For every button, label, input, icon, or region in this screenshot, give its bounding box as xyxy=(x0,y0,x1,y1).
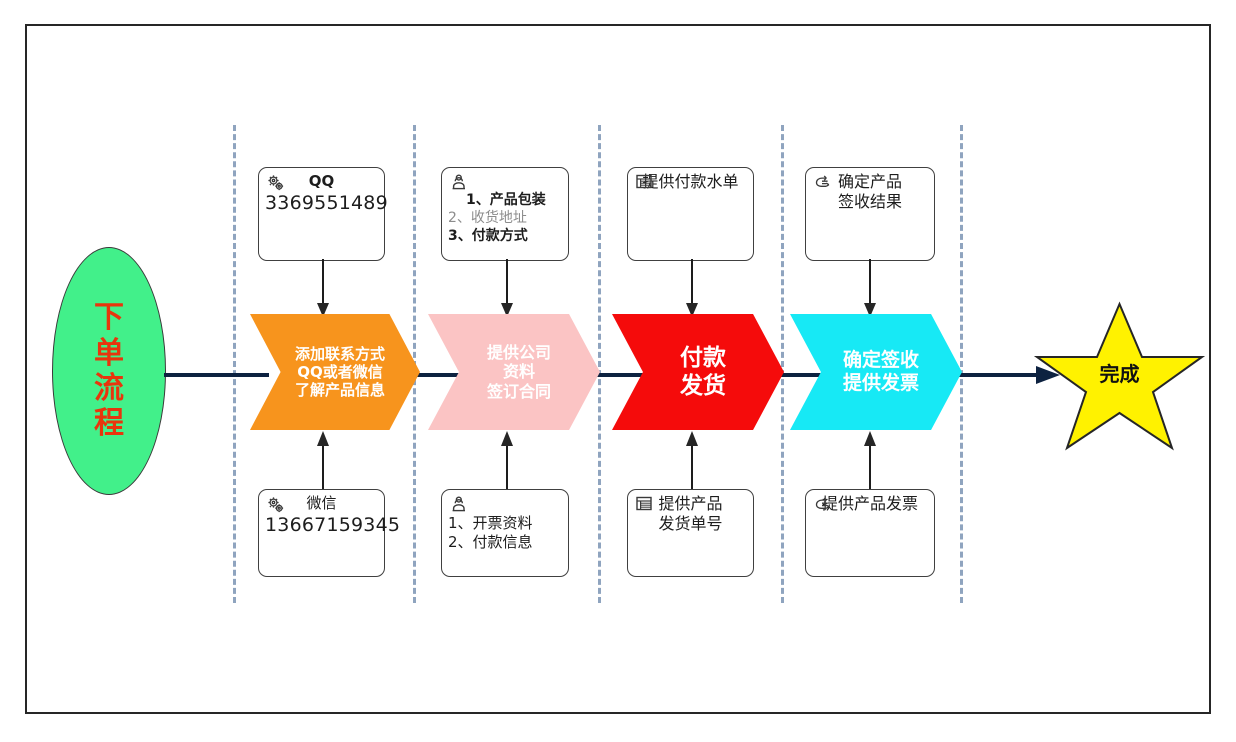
column-divider-1 xyxy=(233,125,236,603)
person-icon xyxy=(449,495,469,515)
end-node[interactable]: 完成 xyxy=(1032,300,1207,452)
note-stage3-bottom-body: 提供产品 发货单号 xyxy=(658,494,723,534)
document-list-icon xyxy=(635,495,655,515)
chevron-stage4-label: 确定签收 提供发票 xyxy=(842,348,919,394)
document-list-icon xyxy=(635,173,655,193)
connector-note2top-to-chevron2 xyxy=(498,259,516,319)
pointing-hand-icon xyxy=(813,173,833,193)
connector-note1top-to-chevron1 xyxy=(314,259,332,319)
connector-note2bottom-to-chevron2 xyxy=(498,428,516,492)
note-stage2-bottom-body: 1、开票资料 2、付款信息 xyxy=(448,514,533,552)
person-icon xyxy=(449,173,469,193)
note-stage2-bottom[interactable]: 1、开票资料 2、付款信息 xyxy=(441,489,569,577)
connector-start-to-stage1 xyxy=(164,366,274,384)
connector-note1bottom-to-chevron1 xyxy=(314,428,332,492)
note-stage1-bottom-body: 微信 13667159345 xyxy=(265,494,401,537)
connector-note3bottom-to-chevron3 xyxy=(683,428,701,492)
column-divider-3 xyxy=(598,125,601,603)
note-stage1-top[interactable]: QQ 3369551489 xyxy=(258,167,388,261)
note-stage4-top-body: 确定产品 签收结果 xyxy=(837,172,902,212)
note-stage2-top-body: 1、产品包装 2、收货地址 3、付款方式 xyxy=(448,192,546,244)
note-stage1-top-body: QQ 3369551489 xyxy=(265,172,388,215)
note-stage4-top[interactable]: 确定产品 签收结果 xyxy=(805,167,935,261)
gears-icon xyxy=(266,495,286,515)
column-divider-4 xyxy=(781,125,784,603)
connector-note3top-to-chevron3 xyxy=(683,259,701,319)
chevron-stage1-label: 添加联系方式 QQ或者微信 了解产品信息 xyxy=(294,344,385,400)
note-stage3-top[interactable]: 提供付款水单 xyxy=(627,167,754,261)
diagram-frame xyxy=(25,24,1211,714)
note-stage3-top-body: 提供付款水单 xyxy=(642,172,739,191)
note-stage4-bottom[interactable]: 提供产品发票 xyxy=(805,489,935,577)
start-node-label: 下单流程 xyxy=(94,300,124,442)
end-node-label: 完成 xyxy=(1099,361,1140,386)
note-stage3-bottom[interactable]: 提供产品 发货单号 xyxy=(627,489,754,577)
note-stage4-bottom-body: 提供产品发票 xyxy=(821,494,918,513)
gears-icon xyxy=(266,173,286,193)
connector-note4top-to-chevron4 xyxy=(861,259,879,319)
chevron-stage3-label: 付款 发货 xyxy=(680,344,726,399)
note-stage1-bottom[interactable]: 微信 13667159345 xyxy=(258,489,401,577)
note-stage2-top[interactable]: 1、产品包装 2、收货地址 3、付款方式 xyxy=(441,167,569,261)
column-divider-5 xyxy=(960,125,963,603)
start-node[interactable]: 下单流程 xyxy=(52,247,166,495)
chevron-stage2-label: 提供公司 资料 签订合同 xyxy=(486,342,551,401)
connector-note4bottom-to-chevron4 xyxy=(861,428,879,492)
pointing-hand-icon xyxy=(813,495,833,515)
star-shape xyxy=(1033,301,1206,451)
